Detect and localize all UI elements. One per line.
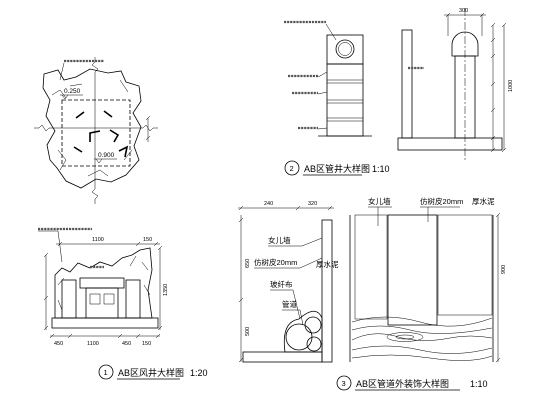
wood-knot-inner — [395, 334, 415, 340]
shaft-opening-inner — [338, 42, 352, 56]
right-dim-900: 900 — [501, 265, 507, 274]
detail-scale: 1:10 — [372, 164, 390, 174]
shaft-block-joints — [327, 79, 363, 122]
shaft-height-label: 1000 — [508, 80, 514, 92]
vent-louvre-right — [103, 293, 115, 305]
post-cap — [451, 31, 479, 57]
top-dim-240: 240 — [264, 201, 273, 207]
wood-knot — [386, 332, 424, 342]
detail-scale: 1:20 — [190, 368, 208, 378]
leader-elev-bark-finish — [420, 206, 460, 222]
pipe-decoration-detail: 240 320 650 500 女儿墙 仿树皮20mm 厚水泥 玻纤布 管道 女… — [238, 196, 507, 391]
leader-elev-parapet — [368, 206, 392, 226]
label-parapet: 女儿墙 — [268, 235, 291, 245]
label-elev-bark-finish: 仿树皮20mm — [420, 196, 463, 206]
detail-title: AB区风井大样图 — [118, 367, 184, 378]
rock-mass — [54, 247, 153, 319]
stone-pieces — [73, 110, 129, 158]
pipe-upper — [304, 316, 322, 334]
detail-number: 3 — [342, 379, 346, 388]
left-dimension-ticks — [238, 217, 244, 363]
leader-parapet — [268, 237, 323, 247]
vertical-axis-break-line — [91, 57, 99, 204]
elevation-upper-marker — [61, 94, 69, 100]
top-dim-150: 150 — [143, 237, 152, 243]
parapet-wall — [321, 219, 333, 363]
shaft-opening-outer — [335, 39, 355, 59]
vent-louvre-left — [89, 293, 101, 305]
detail-number: 1 — [104, 368, 108, 377]
label-pipe: 管道 — [282, 299, 297, 309]
bottom-dim-450-left: 450 — [54, 341, 63, 347]
detail-scale: 1:10 — [470, 379, 488, 389]
elevation-lower-label: 0.900 — [98, 152, 115, 159]
detail-title: AB区管道外装饰大样图 — [356, 378, 449, 389]
pipe-lower — [306, 336, 322, 352]
right-dimension-ticks — [157, 245, 163, 331]
detail-title: AB区管井大样图 — [304, 163, 370, 174]
rock-texture — [51, 79, 133, 177]
overall-dimension-ticks — [501, 22, 507, 153]
side-dimension — [145, 115, 151, 142]
annotation-leaders — [317, 23, 337, 130]
annotation-leader — [59, 62, 65, 81]
right-dimension-ticks — [490, 22, 496, 153]
leader-pipe — [282, 309, 304, 326]
cement-left — [354, 214, 388, 320]
left-dim-500: 500 — [245, 327, 251, 336]
shaft-dashed-outline — [61, 99, 131, 167]
vent-opening — [85, 287, 119, 319]
left-dim-650: 650 — [245, 259, 251, 268]
plan-detail: 0.250 0.900 — [34, 57, 158, 204]
label-bark-finish: 仿树皮20mm — [254, 257, 297, 267]
cement-right — [437, 214, 493, 316]
detail-number-circle — [284, 160, 300, 176]
label-cement: 厚水泥 — [316, 259, 339, 269]
label-elev-cement: 厚水泥 — [472, 196, 495, 206]
detail-number: 2 — [290, 164, 294, 173]
height-dim-1350: 1350 — [163, 284, 169, 296]
roof-slab — [242, 351, 323, 363]
label-fiberglass: 玻纤布 — [270, 279, 293, 289]
ground-band — [397, 137, 503, 151]
bottom-dimension-ticks — [49, 333, 161, 339]
shaft-width-label: 300 — [459, 8, 468, 14]
right-pier — [125, 279, 141, 319]
horizontal-axis-break-line — [34, 124, 158, 132]
leader-fiberglass — [270, 289, 301, 320]
rock-texture — [57, 255, 151, 311]
top-dimension-ticks — [57, 241, 159, 247]
detail-number-circle — [98, 364, 114, 380]
top-dim-320: 320 — [308, 201, 317, 207]
elevation-upper-label: 0.250 — [64, 88, 81, 95]
wind-shaft-detail: 1100 150 1350 450 1100 450 150 1 AB区风井大样… — [43, 237, 208, 380]
shaft-cap-box — [326, 34, 364, 65]
rock-outline — [42, 68, 142, 189]
wind-shaft-note — [38, 227, 92, 263]
base-slab — [51, 317, 159, 329]
detail-number-circle — [336, 375, 352, 391]
top-dimension-ticks — [445, 12, 485, 36]
lintel-beam — [79, 277, 125, 289]
pipe-cladding — [283, 310, 323, 353]
top-dim-1100: 1100 — [92, 237, 104, 243]
bottom-dim-150: 150 — [142, 341, 151, 347]
side-post — [401, 29, 413, 139]
right-dimension-ticks — [495, 212, 501, 363]
bottom-dim-1100: 1100 — [87, 341, 99, 347]
bark-strip — [387, 214, 438, 326]
shaft-detail: 300 1000 2 AB区管井大样图 1:10 — [284, 8, 514, 176]
top-dimension-ticks — [238, 205, 333, 211]
bottom-dim-450-right: 450 — [122, 341, 131, 347]
left-pier — [61, 279, 77, 319]
pipe-large — [285, 323, 313, 351]
leader-bark-finish — [254, 257, 323, 269]
wood-grain — [351, 316, 493, 361]
label-elev-parapet: 女儿墙 — [368, 196, 391, 206]
annotation-leader — [38, 230, 63, 263]
elevation-lower-marker — [95, 158, 103, 164]
left-dimension-ticks — [43, 252, 49, 331]
